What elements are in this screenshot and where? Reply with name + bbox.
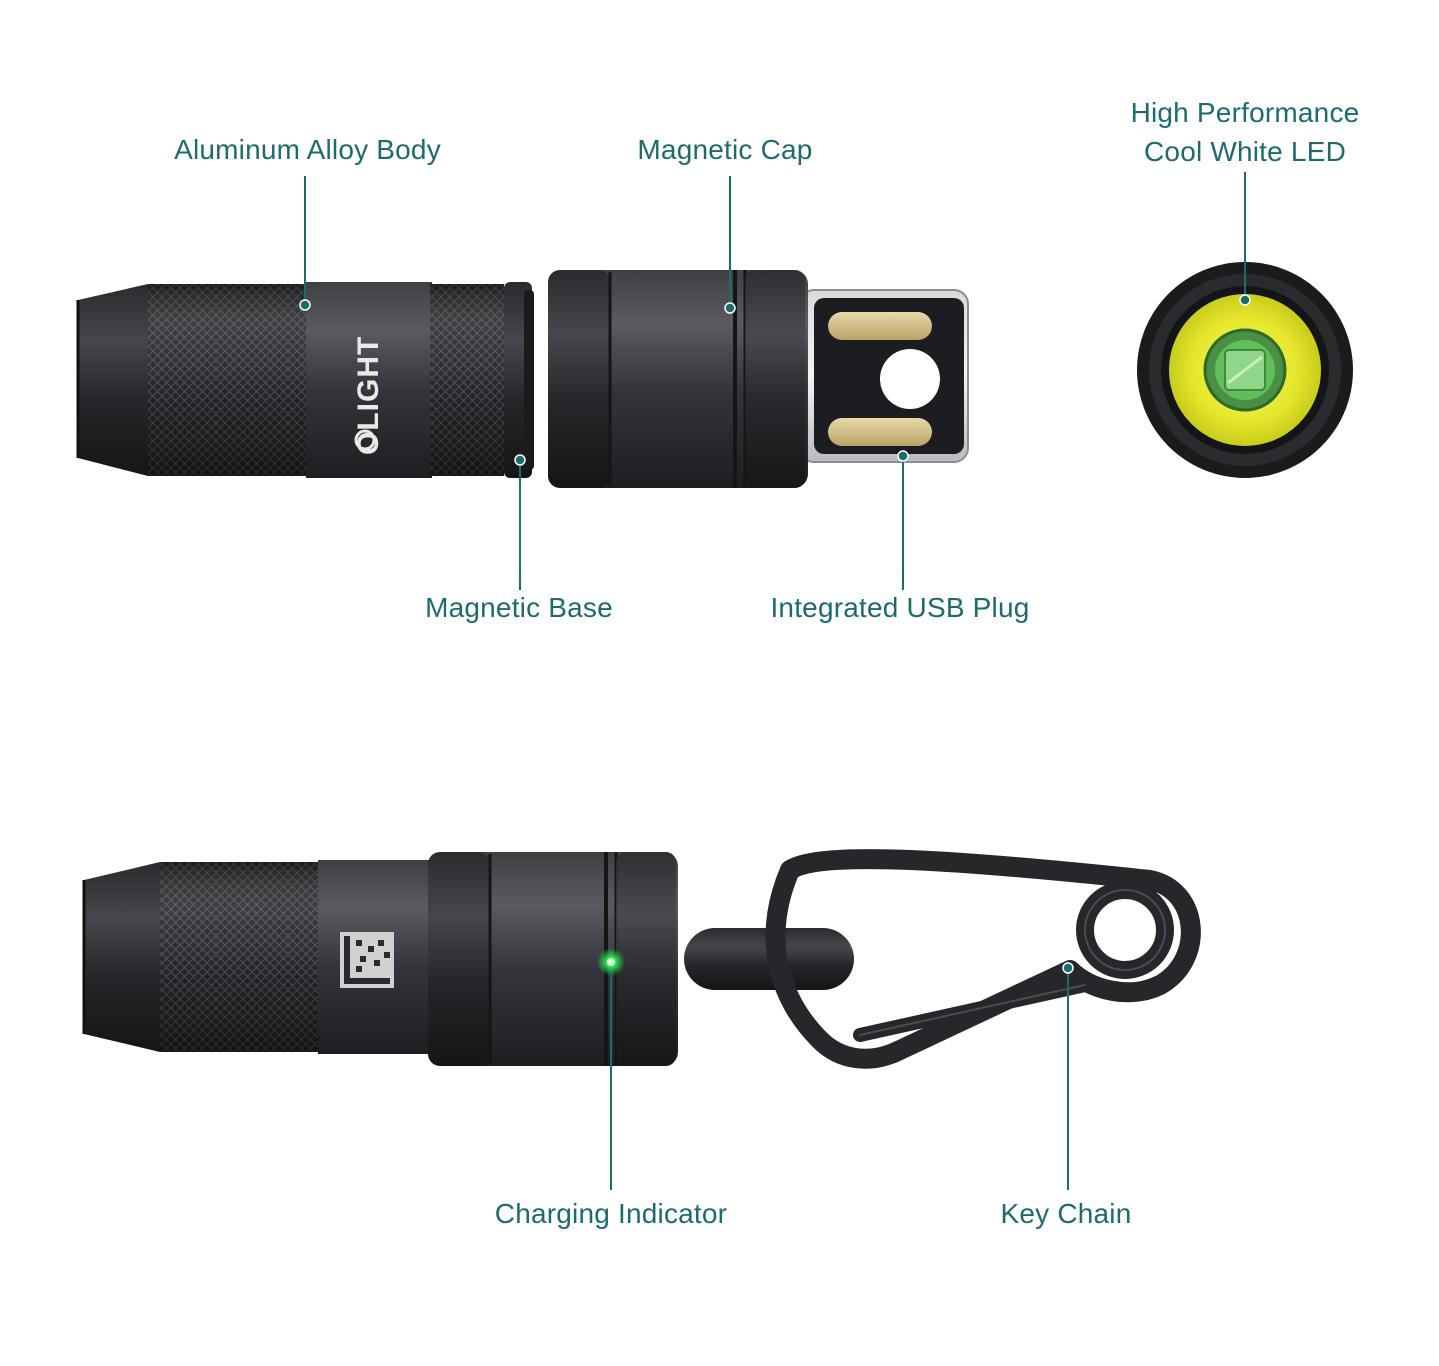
keychain-carabiner (765, 849, 1201, 1069)
flashlight-body-separated: OLIGHT (76, 282, 534, 478)
body-head-taper (78, 284, 148, 476)
leader-magnetic-base (514, 454, 526, 590)
leader-magnetic-cap (724, 176, 736, 314)
label-magnetic-cap: Magnetic Cap (637, 134, 813, 165)
magnetic-cap-body (548, 270, 808, 488)
label-aluminum-alloy-body: Aluminum Alloy Body (174, 134, 441, 165)
label-key-chain: Key Chain (1000, 1198, 1132, 1229)
usb-plug-hole (880, 349, 940, 409)
data-matrix-code (340, 932, 394, 988)
flashlight-assembled (82, 849, 1201, 1069)
assembled-head-taper (84, 862, 160, 1052)
leader-aluminum-body (299, 176, 311, 311)
label-integrated-usb-plug: Integrated USB Plug (770, 592, 1030, 623)
logo-band (306, 282, 432, 478)
label-charging-indicator: Charging Indicator (494, 1198, 728, 1229)
usb-contact-pad-bottom (828, 418, 932, 446)
label-magnetic-base: Magnetic Base (425, 592, 613, 623)
leader-led (1239, 172, 1251, 306)
leader-usb-plug (897, 450, 909, 590)
leader-key-chain (1062, 962, 1074, 1190)
label-led-line2: Cool White LED (1144, 136, 1346, 167)
magnetic-cap-assembly (548, 270, 969, 488)
brand-logo-ring (354, 429, 376, 451)
label-led-line1: High Performance (1130, 97, 1360, 128)
led-front-view (1137, 262, 1353, 478)
usb-contact-pad-top (828, 312, 932, 340)
